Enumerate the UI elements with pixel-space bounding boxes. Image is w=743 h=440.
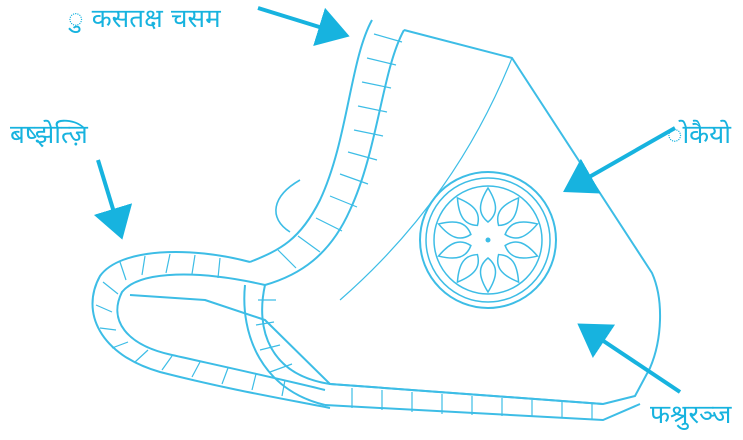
label-head-strap: ु कसतक्ष चसम — [68, 6, 221, 32]
mask-body-icon — [130, 30, 660, 404]
valve-icon — [420, 172, 556, 308]
pointer-arrows — [98, 8, 680, 392]
strap-icon — [244, 20, 640, 420]
label-ear-loop: बष्झेत्ज़ि — [10, 122, 88, 148]
arrow-to-strap — [258, 8, 342, 34]
label-valve: ोकैयो — [667, 122, 731, 148]
arrow-to-valve — [570, 128, 675, 188]
label-mask-body: फश्रुरञ्ज — [650, 402, 731, 428]
ear-loop-icon — [93, 252, 331, 408]
arrow-to-ear-loop — [98, 160, 120, 232]
arrow-to-body — [584, 328, 680, 392]
